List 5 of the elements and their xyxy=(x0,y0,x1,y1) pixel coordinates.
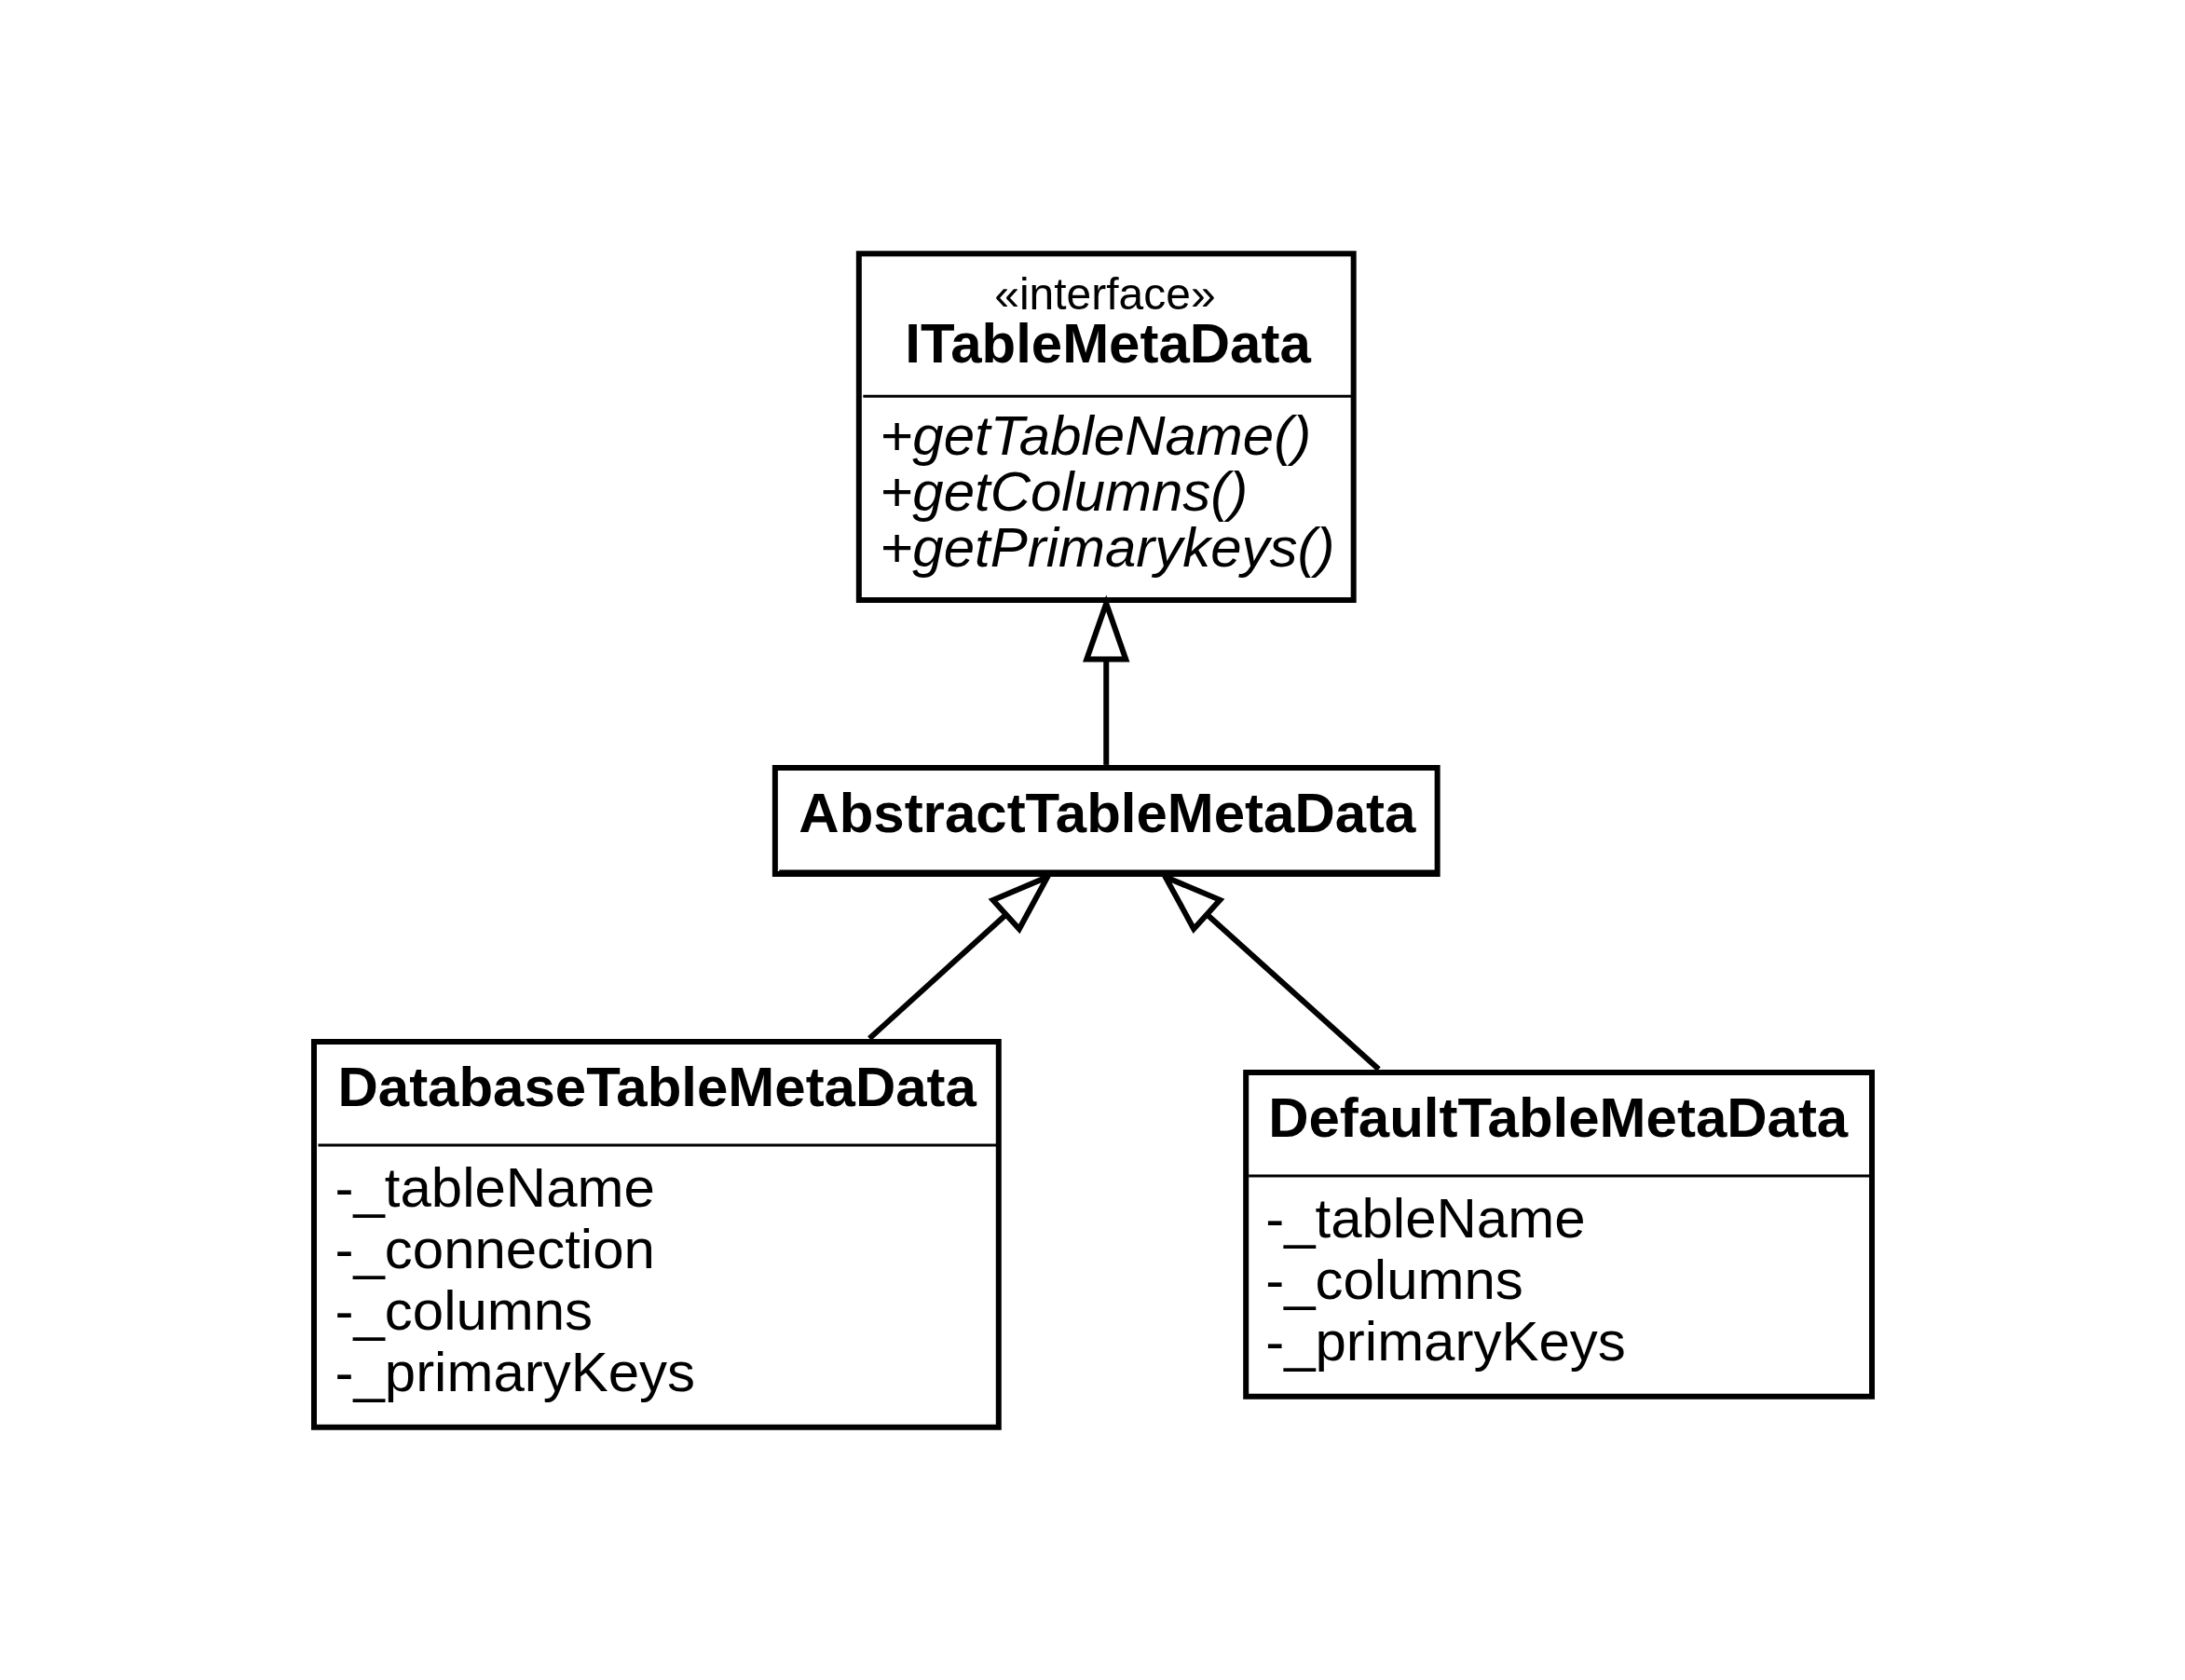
node-box: AbstractTableMetaData xyxy=(772,764,1441,877)
arrow xyxy=(1082,594,1129,765)
node-box: DatabaseTableMetaData -_tableName -_connection -_columns -_primaryKeys xyxy=(310,1038,1002,1430)
node-box: DefaultTableMetaData -_tableName -_columns -_primaryKeys xyxy=(1242,1069,1875,1400)
node-box: «interface» ITableMetaData +getTableName() +getColumns() +getPrimarykeys() xyxy=(855,250,1357,603)
